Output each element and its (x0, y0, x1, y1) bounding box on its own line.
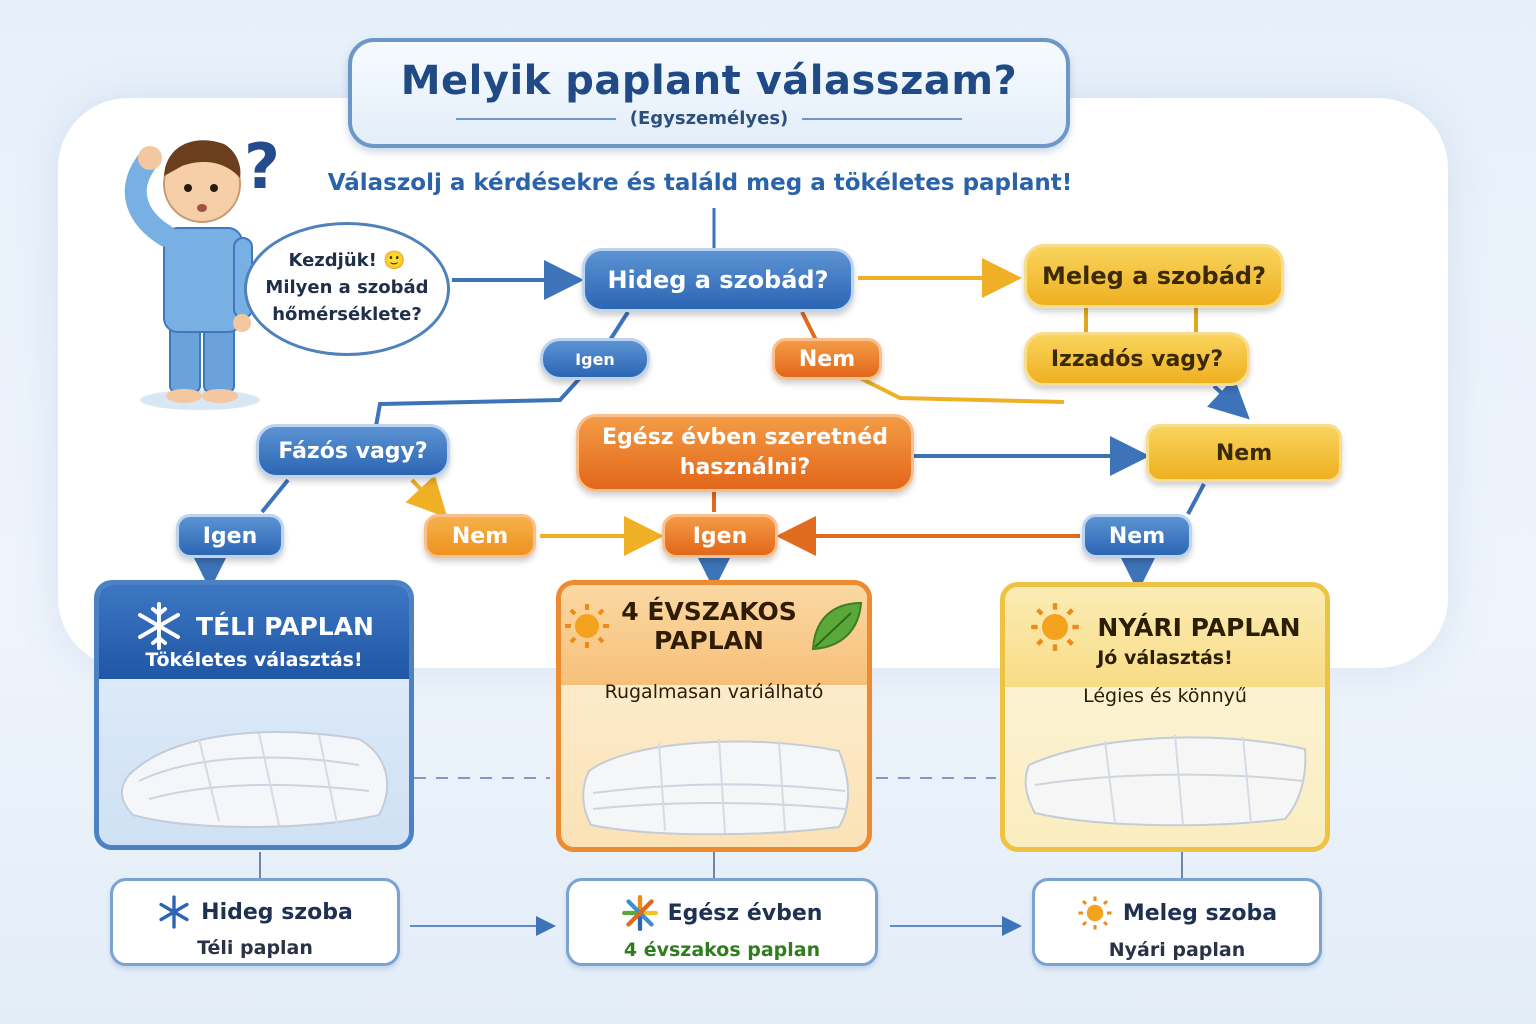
card-four-season-title-2: PAPLAN (654, 626, 764, 655)
label-yes-chilly: Igen (176, 514, 284, 558)
card-winter-title: TÉLI PAPLAN (196, 611, 374, 641)
summary-cold-room: Hideg szoba Téli paplan (110, 878, 400, 966)
summary-cold-title: Hideg szoba (201, 899, 353, 925)
confused-boy-illustration: ? (124, 130, 280, 410)
summary-warm-title: Meleg szoba (1122, 900, 1278, 926)
speech-line-3: hőmérséklete? (272, 304, 422, 325)
summary-all-year: Egész évben 4 évszakos paplan (566, 878, 878, 966)
intro-text: Válaszolj a kérdésekre és találd meg a t… (327, 170, 1073, 196)
page-title: Melyik paplant válasszam? (400, 58, 1018, 104)
card-winter-duvet: TÉLI PAPLAN Tökéletes választás! (94, 580, 414, 850)
speech-line-1: Kezdjük! 🙂 (288, 250, 406, 271)
card-summer-sub-1: Jó választás! (1097, 647, 1233, 669)
card-summer-title: NYÁRI PAPLAN (1097, 612, 1301, 642)
node-all-year: Egész évben szeretnéd használni? (576, 414, 914, 492)
summary-warm-room: Meleg szoba Nyári paplan (1032, 878, 1322, 966)
duvet-image (121, 731, 389, 828)
summary-all-year-sub: 4 évszakos paplan (623, 939, 821, 961)
sun-icon (565, 604, 610, 648)
leaf-icon (811, 601, 862, 651)
card-summer-duvet: NYÁRI PAPLAN Jó választás! Légies és kön… (1000, 582, 1330, 852)
card-winter-sub: Tökéletes választás! (145, 649, 363, 671)
snowflake-icon (159, 895, 189, 929)
card-four-season-sub: Rugalmasan variálható (604, 681, 824, 703)
node-warm-room: Meleg a szobád? (1024, 244, 1284, 308)
speech-line-2: Milyen a szobád (265, 277, 429, 298)
node-cold-room: Hideg a szobád? (582, 248, 854, 312)
question-mark-icon: ? (244, 130, 280, 203)
snowflake-icon (138, 602, 181, 650)
card-four-season-title-1: 4 ÉVSZAKOS (621, 597, 797, 626)
page-subtitle: (Egyszemélyes) (629, 108, 789, 129)
sun-icon (1031, 603, 1080, 651)
summary-all-year-title: Egész évben (667, 900, 823, 926)
speech-bubble: Kezdjük! 🙂 Milyen a szobád hőmérséklete? (244, 222, 450, 356)
duvet-image (582, 738, 849, 836)
node-chilly: Fázós vagy? (256, 424, 450, 478)
card-summer-sub-2: Légies és könnyű (1083, 685, 1247, 707)
label-yes-all-year: Igen (662, 514, 778, 558)
duvet-image (1024, 734, 1307, 827)
four-season-icon (621, 895, 658, 931)
sun-icon (1078, 896, 1112, 930)
card-four-season-duvet: 4 ÉVSZAKOS PAPLAN Rugalmasan variálható (556, 580, 872, 852)
title-box: Melyik paplant válasszam? (Egyszemélyes) (348, 38, 1070, 148)
node-sweaty: Izzadós vagy? (1024, 332, 1250, 386)
label-yes-cold: Igen (540, 338, 650, 380)
summary-cold-sub: Téli paplan (197, 937, 313, 959)
label-no-cold: Nem (772, 338, 882, 380)
label-no-sweaty: Nem (1146, 424, 1342, 482)
label-no-summer: Nem (1082, 514, 1192, 558)
summary-warm-sub: Nyári paplan (1108, 939, 1246, 961)
label-no-chilly: Nem (424, 514, 536, 558)
